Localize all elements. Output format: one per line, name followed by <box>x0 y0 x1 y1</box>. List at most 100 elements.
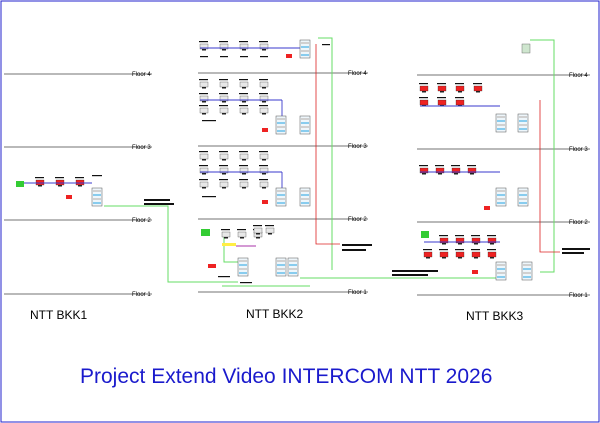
bkk3-f1-panel-icon <box>472 270 478 274</box>
bkk2-f2-monitor-row2-tag <box>239 179 248 181</box>
bkk3-f2-rack-a <box>495 187 507 207</box>
bkk2-f1-monitor-stand <box>224 237 228 239</box>
bkk3-f2-monitor-stand <box>422 173 426 175</box>
bkk3-f3-rack-b-unit <box>519 116 527 118</box>
annotation-bars <box>144 199 590 276</box>
bkk3-f3-monitor-b <box>455 99 465 106</box>
bkk2-f2-monitor-row0-stand <box>202 159 206 161</box>
bkk3-f3-rack-a <box>495 113 507 133</box>
red-risers <box>315 44 560 253</box>
bkk3-f3-rack-a-unit <box>497 124 505 126</box>
bkk2-f3-rack-a-unit <box>277 122 285 124</box>
bkk2-f2-monitor-row1-stand <box>262 173 266 175</box>
bkk2-f4-top-panel-icon <box>286 54 292 58</box>
bkk1-floor-4-label: Floor 4 <box>132 72 151 78</box>
bkk3-f1-monitor-b-stand <box>490 257 494 259</box>
bkk2-f1-tag <box>240 282 252 284</box>
bkk2-f3-tag <box>202 120 216 122</box>
bkk3-f3-monitor-b <box>437 99 447 106</box>
bkk3-f1-rack-b-unit <box>523 268 531 270</box>
bkk2-f2-rack-a <box>275 187 287 207</box>
bkk2-f3-monitor-row0-stand <box>242 87 246 89</box>
bkk1-camera-icon <box>16 181 24 187</box>
bkk3-f1-monitor-b-stand <box>458 257 462 259</box>
bkk1-monitor-stand <box>58 185 62 187</box>
bkk3-f1-monitor-b-tag <box>423 249 432 251</box>
bkk2-f2-monitor-row2 <box>259 181 269 188</box>
bkk3-f3-monitor-stand <box>422 91 426 93</box>
bkk1-monitor-stand <box>78 185 82 187</box>
bkk2-annotation-bar <box>392 274 428 276</box>
bkk3-f1-monitor-b-stand <box>442 257 446 259</box>
bkk3-f3-monitor-b-tag <box>419 97 428 99</box>
bkk2-f3-monitor-row2 <box>259 107 269 114</box>
bkk3-f1-monitor-tag <box>455 235 464 237</box>
bkk3-f3-monitor <box>455 85 465 92</box>
bkk1-monitor <box>55 179 65 186</box>
bkk3-f1-rack-b-unit <box>523 272 531 274</box>
bkk2-f2-monitor-row2-tag <box>199 179 208 181</box>
bkk3-f3-monitor-stand <box>458 91 462 93</box>
bkk2-f4-top-rack-unit <box>301 50 309 52</box>
building-label-bkk3: NTT BKK3 <box>466 309 523 323</box>
bkk3-floor-2-label: Floor 2 <box>569 220 588 226</box>
bkk2-f3-rack-a-unit <box>277 126 285 128</box>
bkk2-f2-monitor-row2 <box>219 181 229 188</box>
bkk1-tag <box>92 175 102 177</box>
bkk2-f3-monitor-row0-stand <box>262 87 266 89</box>
bkk1-switch-rack-unit <box>93 194 101 196</box>
bkk1-floor-lines <box>4 73 152 295</box>
bkk3-f3-monitor-b <box>419 99 429 106</box>
bkk2-f4-top-tag <box>260 56 268 58</box>
bkk3-f2-rack-a-unit <box>497 194 505 196</box>
bkk1-monitor <box>35 179 45 186</box>
bkk2-f4-top-monitor-stand <box>222 49 226 51</box>
bkk2-f1-monitor-stand <box>256 237 260 239</box>
bkk2-f1-monitor-tag <box>237 229 246 231</box>
bkk1-floor-2-label: Floor 2 <box>132 218 151 224</box>
bkk2-f3-monitor-row2-stand <box>222 113 226 115</box>
backbone-links <box>104 37 555 287</box>
bkk2-f3-monitor-row0 <box>199 81 209 88</box>
bkk2-f1-monitor-b-stand <box>256 233 260 235</box>
bkk3-f3-rack-b <box>517 113 529 133</box>
bkk3-f3-monitor <box>419 85 429 92</box>
bkk2-f2-monitor-row2-tag <box>219 179 228 181</box>
bkk2-f2-monitor-row1-tag <box>239 165 248 167</box>
bkk3-f3-rack-b-unit <box>519 120 527 122</box>
bkk2-f2-monitor-row2-stand <box>222 187 226 189</box>
bkk2-f2-monitor-row0-stand <box>262 159 266 161</box>
bkk2-f3-monitor-row2-tag <box>199 105 208 107</box>
bkk2-f3-rack-b-unit <box>301 118 309 120</box>
bkk3-f1-monitor-b-tag <box>487 249 496 251</box>
bkk2-f1-rack-a-unit <box>239 272 247 274</box>
bkk3-f1-rack-b-unit <box>523 276 531 278</box>
bkk2-f1-rack-a-unit <box>239 264 247 266</box>
bkk2-f2-monitor-row1-stand <box>202 173 206 175</box>
bkk3-f3-monitor-tag <box>419 83 428 85</box>
bkk3-f3-rack-b-unit <box>519 124 527 126</box>
bkk3-f1-rack-a-unit <box>497 272 505 274</box>
bkk2-f1-monitor-b-tag <box>265 225 274 227</box>
bkk2-f3-monitor-row1-tag <box>219 93 228 95</box>
bkk2-floor-3-label: Floor 3 <box>348 144 367 150</box>
bkk2-floor-2-label: Floor 2 <box>348 217 367 223</box>
bkk3-f1-monitor-stand <box>474 243 478 245</box>
bkk2-f3-monitor-row2-stand <box>242 113 246 115</box>
bkk2-f4-top-monitor-stand <box>242 49 246 51</box>
bkk2-f2-monitor-row2-tag <box>259 179 268 181</box>
bkk1-to-bkk2-backbone <box>104 205 238 283</box>
bkk2-f3-monitor-row0-stand <box>222 87 226 89</box>
bkk3-floor-4-label: Floor 4 <box>569 73 588 79</box>
bkk2-floor1-green-link <box>223 232 238 263</box>
bkk2-f1-monitor <box>221 231 231 238</box>
bkk3-f3-monitor <box>437 85 447 92</box>
bkk2-f4-top-rack <box>299 39 311 59</box>
bkk2-f2-monitor-row2-stand <box>262 187 266 189</box>
bkk3-f1-monitor-b <box>487 251 497 258</box>
bkk3-f1-rack-b-unit <box>523 264 531 266</box>
bkk2-f1-rack-c-unit <box>289 264 297 266</box>
bkk2-f4-top-rack-unit <box>301 46 309 48</box>
